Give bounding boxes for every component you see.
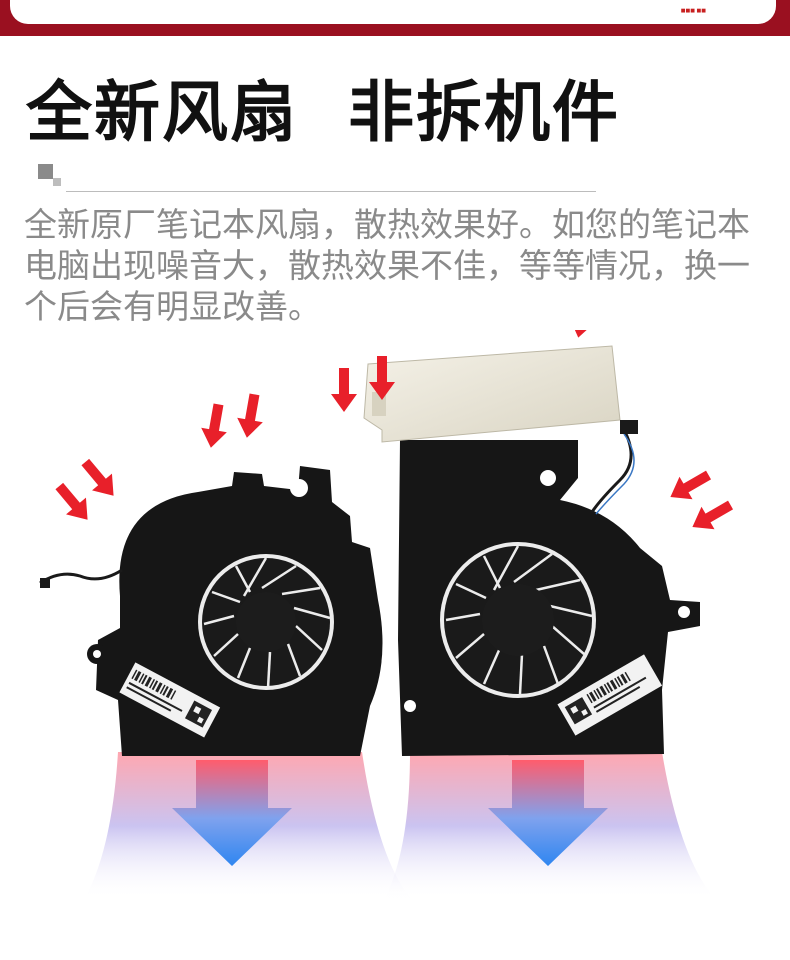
exhaust-arrow-left: [172, 760, 292, 866]
decor-square-light: [53, 178, 61, 186]
page-title: 全新风扇 非拆机件: [26, 74, 620, 151]
left-fan: [39, 466, 383, 756]
top-banner-card: ■■■ ■■: [10, 0, 776, 24]
product-description: 全新原厂笔记本风扇，散热效果好。如您的笔记本电脑出现噪音大，散热效果不佳，等等情…: [24, 205, 750, 326]
top-banner-frame: ■■■ ■■: [0, 0, 790, 36]
title-divider: [66, 191, 596, 192]
right-fan: [363, 345, 700, 756]
exhaust-arrow-right: [488, 760, 608, 866]
decor-square-dark: [38, 164, 53, 179]
product-image: [0, 330, 790, 960]
banner-fine-print: ■■■ ■■: [680, 8, 706, 14]
